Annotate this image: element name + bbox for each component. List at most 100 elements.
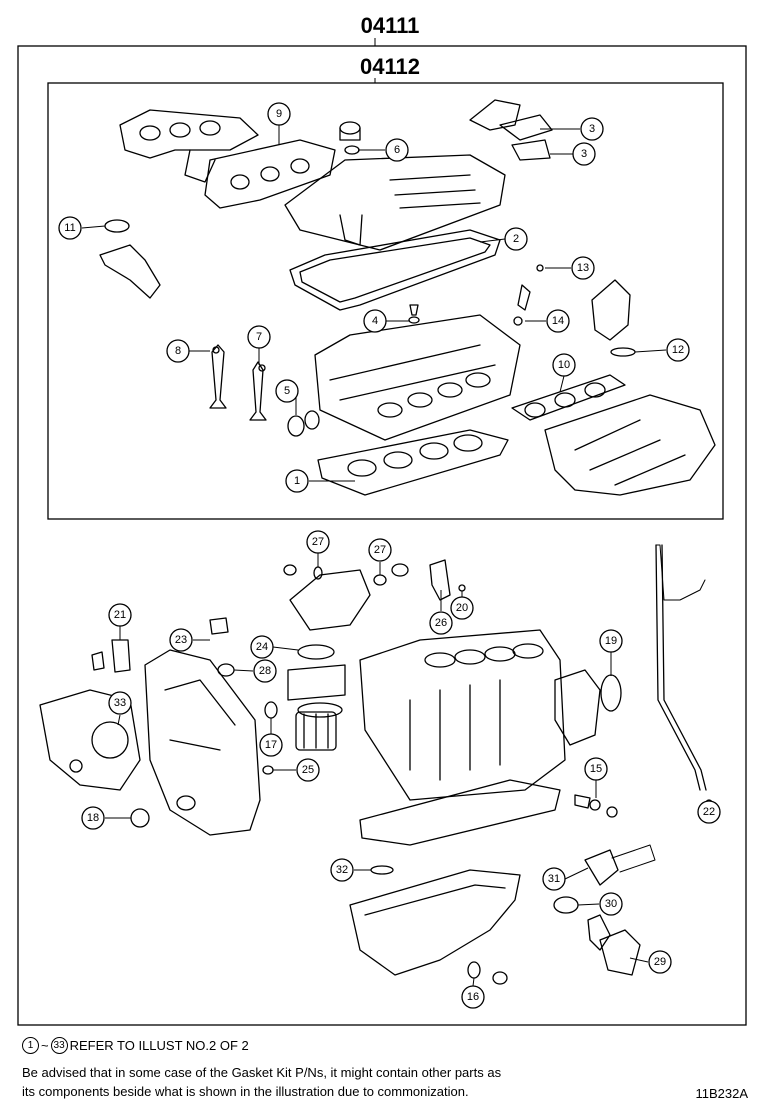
oil-filler-cap (339, 121, 361, 141)
svg-text:11: 11 (64, 222, 75, 234)
callout-27b: 27 (368, 538, 392, 562)
note-line-1: Be advised that in some case of the Gask… (22, 1065, 502, 1080)
callout-32: 32 (330, 858, 354, 882)
kit-code-outer: 04111 (361, 13, 420, 38)
svg-text:3: 3 (589, 123, 595, 135)
svg-text:12: 12 (672, 344, 684, 356)
cylinder-head (314, 314, 521, 441)
callout-15: 15 (584, 757, 608, 781)
callout-29: 29 (648, 950, 672, 974)
svg-text:1: 1 (294, 475, 300, 487)
advisory-note: Be advised that in some case of the Gask… (22, 1063, 622, 1101)
svg-text:6: 6 (394, 144, 400, 156)
callout-10: 10 (552, 353, 576, 377)
cylinder-head-cover (284, 154, 506, 251)
note-line-2: its components beside what is shown in t… (22, 1084, 469, 1099)
oil-filter (295, 711, 337, 751)
svg-text:18: 18 (87, 812, 99, 824)
svg-text:30: 30 (605, 898, 617, 910)
cylinder-block (359, 629, 566, 801)
ref-tilde: ~ (41, 1038, 49, 1053)
callout-4: 4 (363, 309, 387, 333)
kit-code-inner: 04112 (360, 54, 420, 79)
exhaust-manifold-gasket (204, 139, 336, 209)
callout-24: 24 (250, 635, 274, 659)
callout-17: 17 (259, 733, 283, 757)
callout-33: 33 (108, 691, 132, 715)
svg-text:29: 29 (654, 956, 666, 968)
svg-text:10: 10 (558, 359, 570, 371)
oil-pan-gasket (359, 779, 561, 846)
svg-text:26: 26 (435, 617, 447, 629)
svg-text:5: 5 (284, 385, 290, 397)
svg-text:15: 15 (590, 763, 602, 775)
callout-12: 12 (666, 338, 690, 362)
svg-text:33: 33 (114, 697, 126, 709)
rear-oil-seal-retainer (554, 669, 622, 746)
intake-manifold (544, 394, 716, 496)
callout-30: 30 (599, 892, 623, 916)
callout-22: 22 (697, 800, 721, 824)
callout-11: 11 (58, 216, 82, 240)
svg-text:27: 27 (312, 536, 324, 548)
svg-text:16: 16 (467, 991, 479, 1003)
valve-parts (209, 344, 267, 421)
water-inlet-housing (591, 279, 636, 357)
intake-manifold-gasket (511, 374, 626, 421)
head-cover-gasket (289, 229, 501, 311)
oil-filter-bracket (287, 644, 346, 718)
ref-start-circle: 1 (22, 1037, 39, 1054)
callout-23: 23 (169, 628, 193, 652)
inner-kit-frame (47, 82, 724, 520)
callout-27: 27 (306, 530, 330, 554)
ref-end-circle: 33 (50, 1037, 68, 1054)
svg-text:32: 32 (336, 864, 348, 876)
callout-31: 31 (542, 867, 566, 891)
callout-1: 1 (285, 469, 309, 493)
timing-chain-cover (144, 649, 261, 836)
cylinder-head-gasket (317, 429, 509, 496)
callout-2: 2 (504, 227, 528, 251)
svg-text:3: 3 (581, 148, 587, 160)
svg-text:22: 22 (703, 806, 715, 818)
small-seal-parts-upper (212, 145, 544, 372)
callout-28: 28 (253, 659, 277, 683)
ref-text: REFER TO ILLUST NO.2 OF 2 (69, 1038, 249, 1053)
svg-text:13: 13 (577, 262, 589, 274)
small-seal-parts-lower (91, 559, 713, 985)
water-outlet-gaskets (469, 99, 553, 161)
callout-13: 13 (571, 256, 595, 280)
svg-text:19: 19 (605, 635, 617, 647)
callout-16: 16 (461, 985, 485, 1009)
oil-pan (349, 869, 521, 976)
svg-text:27: 27 (374, 544, 386, 556)
callout-9: 9 (267, 102, 291, 126)
svg-text:20: 20 (456, 602, 468, 614)
callout-26: 26 (429, 611, 453, 635)
callout-20: 20 (450, 596, 474, 620)
callout-5: 5 (275, 379, 299, 403)
svg-text:24: 24 (256, 641, 268, 653)
callout-21: 21 (108, 603, 132, 627)
exhaust-manifold (119, 109, 259, 183)
water-inlet-neck (283, 563, 409, 631)
svg-text:31: 31 (548, 873, 560, 885)
svg-text:2: 2 (513, 233, 519, 245)
reference-legend: 1 ~ 33 REFER TO ILLUST NO.2 OF 2 (22, 1037, 249, 1054)
outer-kit-frame (17, 45, 747, 1026)
callout-14: 14 (546, 309, 570, 333)
water-pump (39, 689, 141, 791)
figure-id: 11B232A (695, 1086, 748, 1101)
svg-text:8: 8 (175, 345, 181, 357)
callout-18: 18 (81, 806, 105, 830)
svg-text:4: 4 (372, 315, 378, 327)
callout-3: 3 (580, 117, 604, 141)
dipstick-guide (655, 544, 707, 791)
callout-3b: 3 (572, 142, 596, 166)
callout-8: 8 (166, 339, 190, 363)
svg-text:28: 28 (259, 665, 271, 677)
svg-text:21: 21 (114, 609, 126, 621)
callout-7: 7 (247, 325, 271, 349)
svg-text:17: 17 (265, 739, 277, 751)
